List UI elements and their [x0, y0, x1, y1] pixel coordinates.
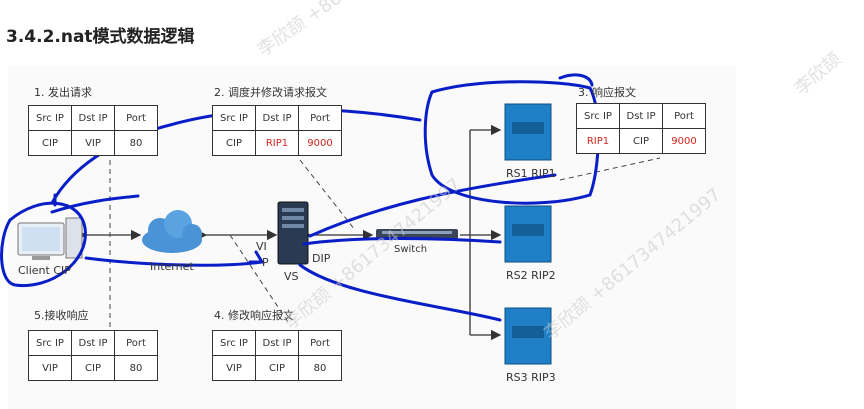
- switch-label: Switch: [394, 244, 428, 255]
- cell-port: 9000: [298, 130, 342, 156]
- cell-src-ip: VIP: [28, 355, 72, 381]
- header-src-ip: Src IP: [212, 330, 256, 356]
- cell-dst-ip: VIP: [71, 130, 115, 156]
- rs1-server-icon: [504, 103, 552, 161]
- cell-src-ip: VIP: [212, 355, 256, 381]
- page-title: 3.4.2.nat模式数据逻辑: [6, 27, 195, 47]
- switch-icon: [376, 229, 458, 239]
- step-3-label: 3. 响应报文: [578, 86, 636, 99]
- header-port: Port: [114, 105, 158, 131]
- cell-src-ip: CIP: [28, 130, 72, 156]
- step-1-label: 1. 发出请求: [34, 86, 92, 99]
- step-5-label: 5.接收响应: [34, 309, 89, 322]
- header-port: Port: [662, 103, 706, 129]
- header-dst-ip: Dst IP: [619, 103, 663, 129]
- rs3-label: RS3 RIP3: [506, 371, 556, 384]
- step-4-label: 4. 修改响应报文: [214, 309, 294, 322]
- cell-src-ip: RIP1: [576, 128, 620, 154]
- cell-dst-ip: CIP: [71, 355, 115, 381]
- header-src-ip: Src IP: [576, 103, 620, 129]
- header-dst-ip: Dst IP: [71, 330, 115, 356]
- internet-label: Internet: [150, 260, 194, 273]
- header-port: Port: [298, 105, 342, 131]
- rs1-label: RS1 RIP1: [506, 167, 556, 180]
- internet-cloud-icon: [142, 210, 202, 253]
- handdrawn-annotations: [0, 73, 600, 322]
- header-dst-ip: Dst IP: [71, 105, 115, 131]
- dashed-guides: [109, 157, 661, 330]
- cell-port: 80: [298, 355, 342, 381]
- vip-label-2: P: [262, 256, 269, 269]
- step-2-label: 2. 调度并修改请求报文: [214, 86, 327, 99]
- header-port: Port: [114, 330, 158, 356]
- cell-src-ip: CIP: [212, 130, 256, 156]
- vs-server-icon: [277, 201, 309, 265]
- rs2-server-icon: [504, 205, 552, 263]
- cell-port: 9000: [662, 128, 706, 154]
- cell-dst-ip: CIP: [255, 355, 299, 381]
- rs2-label: RS2 RIP2: [506, 269, 556, 282]
- cell-port: 80: [114, 355, 158, 381]
- header-port: Port: [298, 330, 342, 356]
- vip-label: VI: [256, 240, 267, 253]
- header-dst-ip: Dst IP: [255, 330, 299, 356]
- connection-lines: [76, 124, 502, 341]
- header-src-ip: Src IP: [28, 330, 72, 356]
- vs-label: VS: [284, 270, 299, 283]
- client-computer-icon: [17, 217, 83, 260]
- rs3-server-icon: [504, 307, 552, 365]
- header-dst-ip: Dst IP: [255, 105, 299, 131]
- header-src-ip: Src IP: [212, 105, 256, 131]
- header-src-ip: Src IP: [28, 105, 72, 131]
- client-label: Client CIP: [18, 264, 71, 277]
- cell-port: 80: [114, 130, 158, 156]
- cell-dst-ip: RIP1: [255, 130, 299, 156]
- cell-dst-ip: CIP: [619, 128, 663, 154]
- dip-label: DIP: [312, 252, 331, 265]
